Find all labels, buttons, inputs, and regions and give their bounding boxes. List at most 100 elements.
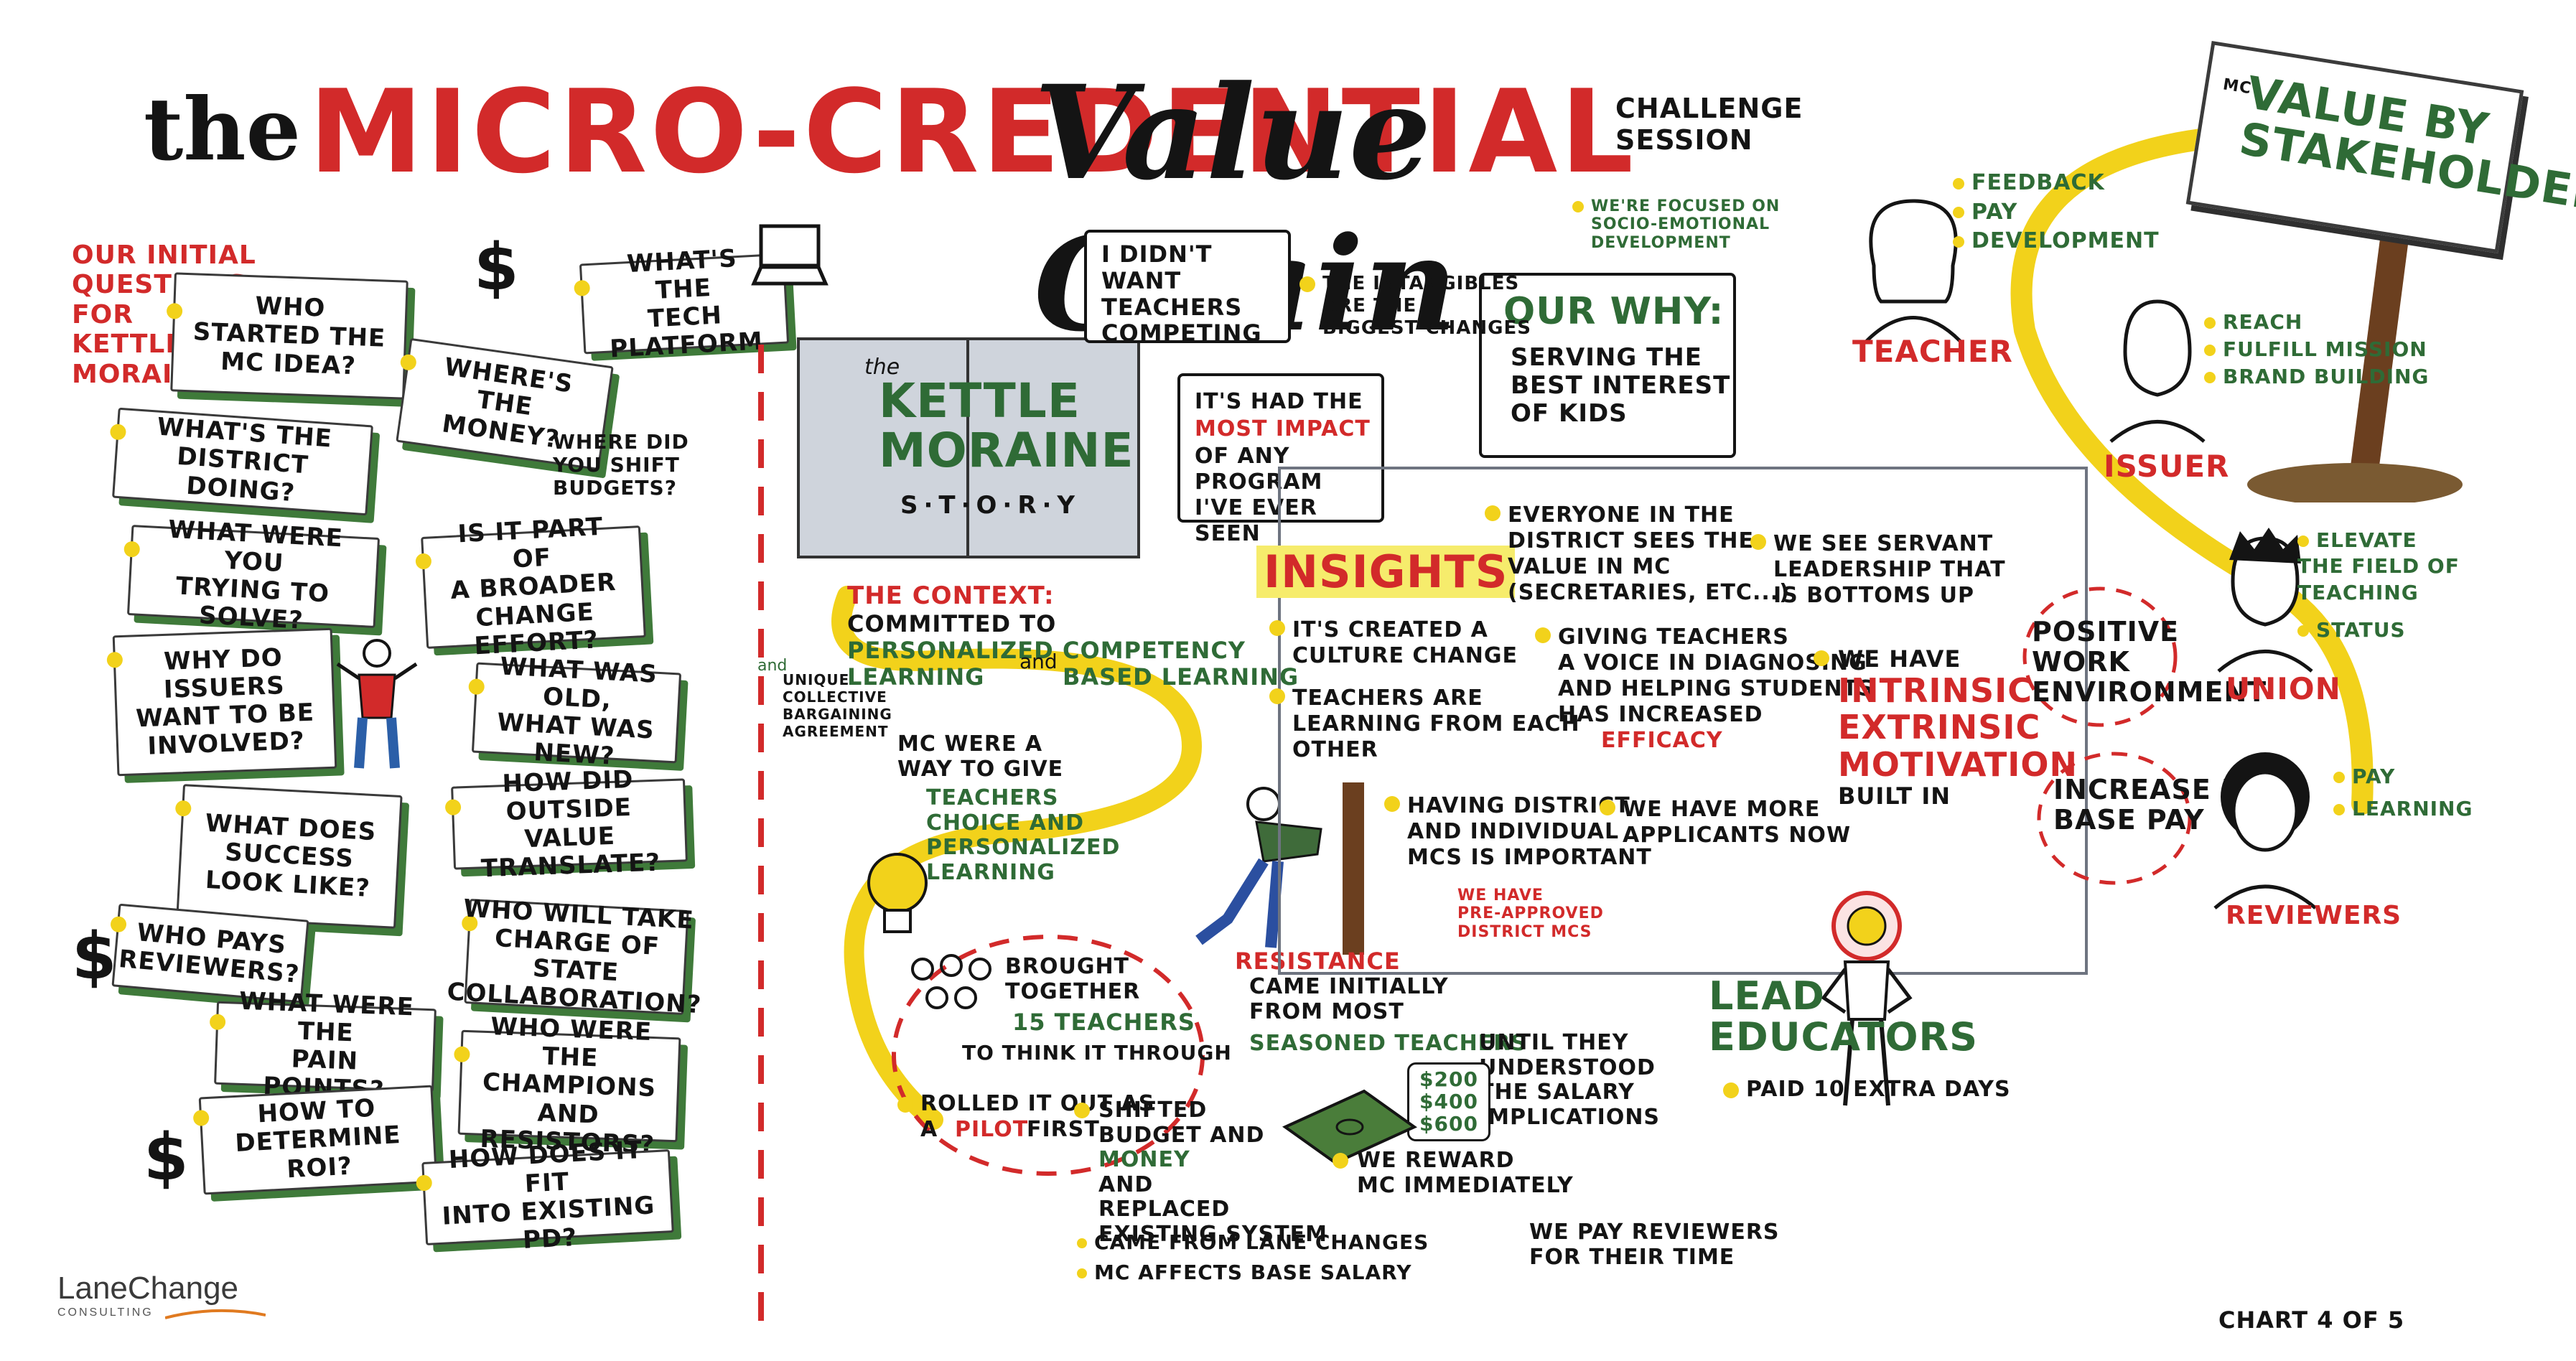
- logo-swoosh-icon: [165, 1309, 266, 1319]
- question-card: WHAT WERE the PAIN POINTS?: [209, 987, 437, 1105]
- stakeholder-item: FULFILL MISSION: [2204, 336, 2429, 363]
- socio-note: WE'RE FOCUSED ON SOCIO-EMOTIONAL DEVELOP…: [1572, 197, 1780, 252]
- resistance-hi2: SEASONED TEACHERS: [1249, 1031, 1527, 1056]
- laptop-icon: [751, 224, 829, 286]
- stakeholder-item: STATUS: [2297, 617, 2463, 643]
- increase-circle: [2037, 752, 2192, 885]
- title-the: the: [144, 79, 302, 180]
- dollar-icon: $: [72, 919, 117, 994]
- intangibles-note: THE INTANGIBLES ARE THE BIGGEST CHANGES: [1299, 273, 1531, 340]
- stakeholder-item: LEARNING: [2333, 793, 2473, 826]
- stakeholder-items: PAY LEARNING: [2333, 761, 2473, 826]
- resistance-post: UNTIL THEY UNDERSTOOD the SALARY IMPLICA…: [1479, 1030, 1661, 1130]
- question-card: WHAT DOES SUCCESS LOOK LIKE?: [174, 784, 403, 929]
- chart-footer: CHART 4 OF 5: [2218, 1306, 2405, 1334]
- yellow-path: [831, 586, 1203, 1130]
- brought-post: to THINK IT THROUGH: [962, 1041, 1232, 1065]
- teacher-avatar: [1865, 199, 1961, 342]
- question-card: HOW to DETERMINE ROI?: [192, 1085, 438, 1195]
- lane-notes: CAME FROM LANE CHANGES MC AFFECTS BASE S…: [1077, 1227, 1429, 1288]
- lane-note: CAME FROM LANE CHANGES: [1077, 1227, 1429, 1258]
- impact-bubble: IT'S HAD the MOST IMPACT of ANY PROGRAM …: [1177, 373, 1384, 546]
- context-competency: COMPETENCY BASED LEARNING: [1063, 637, 1299, 691]
- mc-way-hi: TEACHERS CHOICE and PERSONALIZED LEARNIN…: [926, 785, 1121, 885]
- question-card: WHAT WERE YOU TRYING to SOLVE?: [123, 515, 381, 635]
- insight-servant: WE SEE SERVANT LEADERSHIP THAT IS BOTTOM…: [1750, 531, 2006, 609]
- title: the MICRO-CREDENTIAL Value Chain: [144, 50, 1651, 360]
- insight-giving: GIVING TEACHERS A VOICE IN DIAGNOSING an…: [1535, 625, 1875, 754]
- dollar-icon: $: [144, 1120, 189, 1195]
- insight-applicants: WE HAVE MORE APPLICANTS NOW: [1600, 797, 1851, 848]
- lead-educators-title: LEAD EDUCATORS: [1709, 973, 1979, 1060]
- reviewers-avatar: [2213, 752, 2317, 909]
- shifted-note: SHIFTED BUDGET and MONEY and REPLACED EX…: [1074, 1098, 1327, 1247]
- story-the: the: [864, 355, 900, 380]
- lead-educator-icon: [1821, 891, 1913, 1106]
- story-name: KETTLE MORAINE: [879, 373, 1134, 479]
- insights-frame: [1278, 467, 2088, 975]
- logo-name: LaneChange: [57, 1271, 239, 1306]
- resistance-body: CAME INITIALLY FROM MOST: [1249, 974, 1449, 1024]
- pilot-note: ROLLED IT OUT as a PILOT FIRST: [897, 1091, 1154, 1143]
- stakeholder-item: PAY: [1953, 198, 2160, 228]
- story-label: S·T·O·R·Y: [900, 491, 1081, 520]
- question-card: HOW DID OUTSIDE VALUE TRANSLATE?: [444, 765, 688, 883]
- reward-note: WE REWARD MC IMMEDIATELY: [1333, 1148, 1574, 1198]
- question-card: WHY DO ISSUERS WANT to BE INVOLVED?: [106, 627, 337, 777]
- stakeholder-item: DEVELOPMENT: [1953, 227, 2160, 256]
- stakeholder-item: PAY: [2333, 761, 2473, 793]
- confused-person-icon: [336, 639, 418, 769]
- pushing-teacher-icon: [1195, 782, 1364, 955]
- context-label: the CONTEXT:: [847, 581, 1055, 610]
- lead-educators-note: PAID 10 EXTRA DAYS: [1723, 1077, 2011, 1103]
- issuer-avatar: [2109, 299, 2206, 443]
- insights-title: INSIGHTS: [1256, 546, 1516, 598]
- pay-reviewers-note: WE PAY REVIEWERS FOR their TIME: [1529, 1220, 1780, 1270]
- money-note: WHERE DID YOU SHIFT BUDGETS?: [553, 430, 689, 500]
- stakeholder-item: BRAND BUILDING: [2204, 363, 2429, 390]
- stakeholder-name: UNION: [2226, 671, 2341, 706]
- money-stack-icon: [1282, 1089, 1417, 1165]
- our-why-bubble: OUR WHY: SERVING the BEST INTEREST of KI…: [1479, 273, 1736, 458]
- pilot-circle: [892, 935, 1205, 1176]
- section-divider: [758, 345, 764, 1321]
- question-card: WHAT WAS OLD, WHAT WAS NEW?: [468, 652, 682, 771]
- question-card: WHO WERE the CHAMPIONS and RESISTORS?: [454, 1012, 681, 1159]
- question-card: IS IT PART of a BROADER CHANGE EFFORT?: [415, 513, 646, 660]
- context-and: and: [1019, 650, 1058, 673]
- challenge-session: CHALLENGE SESSION: [1615, 93, 1803, 156]
- stakeholder-item: REACH: [2204, 309, 2429, 336]
- context-personalized: PERSONALIZED LEARNING: [847, 637, 1054, 691]
- union-avatar: [2217, 528, 2313, 673]
- question-card: HOW DOES IT FIT INTO EXISTING PD?: [416, 1136, 674, 1255]
- brought-pre: BROUGHT TOGETHER: [1005, 954, 1141, 1004]
- salary-amounts: $200 $400 $600: [1407, 1062, 1490, 1142]
- competing-bubble: I DIDN'T WANT TEACHERS COMPETING: [1084, 230, 1291, 347]
- question-card: WHO WILL TAKE CHARGE of STATE COLLABORAT…: [446, 894, 703, 1020]
- question-card: WHAT'S the DISTRICT DOING?: [109, 407, 373, 516]
- lightbulb-icon: [867, 853, 928, 933]
- dollar-icon: $: [474, 230, 519, 305]
- stakeholder-item: FEEDBACK: [1953, 169, 2160, 198]
- teachers-group-icon: [911, 954, 991, 1009]
- stakeholder-items: REACH FULFILL MISSION BRAND BUILDING: [2204, 309, 2429, 390]
- stakeholder-name: ISSUER: [2104, 449, 2230, 484]
- brought-hi: 15 TEACHERS: [1012, 1009, 1195, 1036]
- resistance-hi: RESISTANCE: [1235, 948, 1401, 975]
- logo-sub: CONSULTING: [57, 1306, 154, 1319]
- insight-teachers: TEACHERS ARE LEARNING FROM EACH OTHER: [1269, 686, 1580, 763]
- stakeholder-name: TEACHER: [1852, 334, 2013, 369]
- positive-circle: [2022, 586, 2178, 727]
- insight-everyone: EVERYONE in the DISTRICT SEES the VALUE …: [1485, 502, 1790, 606]
- lane-note: MC AFFECTS BASE SALARY: [1077, 1258, 1429, 1288]
- stakeholder-items: FEEDBACK PAY DEVELOPMENT: [1953, 169, 2160, 256]
- mc-way-pre: MC WERE A WAY to GIVE: [897, 731, 1064, 782]
- insight-having: HAVING DISTRICT and INDIVIDUAL MCs IS IM…: [1384, 793, 1652, 871]
- insight-motivation: WE HAVE INTRINSIC EXTRINSIC MOTIVATION B…: [1814, 646, 2078, 810]
- unique-and: and: [757, 657, 788, 675]
- stakeholder-item: ELEVATE the FIELD of TEACHING: [2297, 528, 2460, 604]
- title-micro-credential: MICRO-CREDENTIAL: [309, 65, 1637, 199]
- lanechange-logo: LaneChange CONSULTING: [57, 1271, 266, 1319]
- insight-preapproved: WE HAVE PRE-APPROVED DISTRICT MCs: [1457, 887, 1604, 941]
- insight-positive: POSITIVE WORK ENVIRONMENT: [2032, 616, 2267, 708]
